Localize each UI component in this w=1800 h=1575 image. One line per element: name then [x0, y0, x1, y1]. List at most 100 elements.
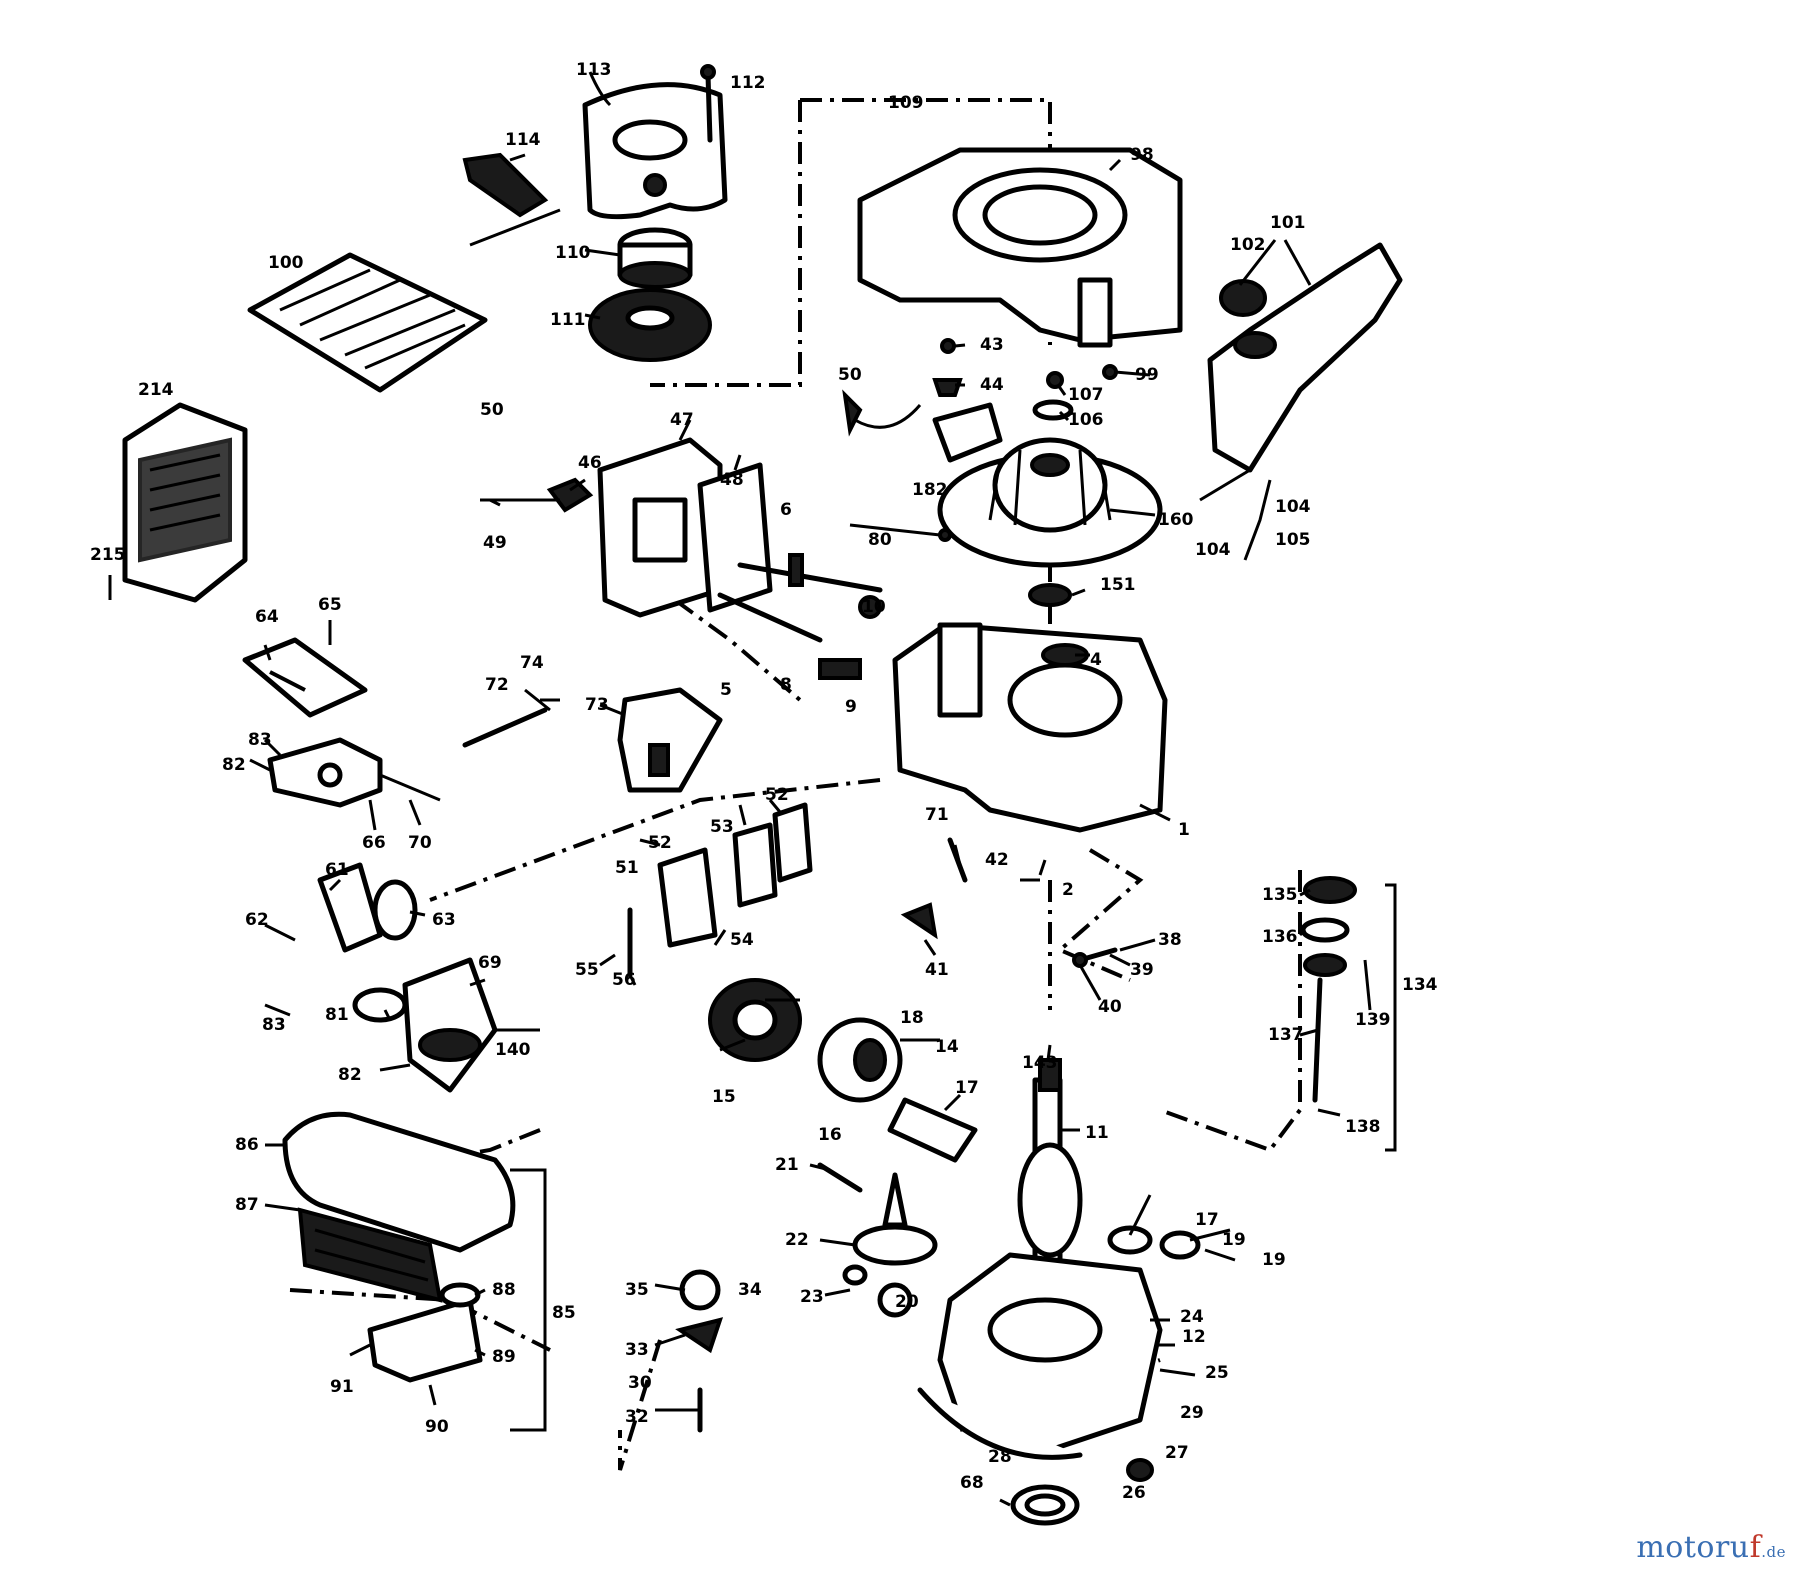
label-21: 21	[775, 1155, 799, 1175]
label-113: 113	[576, 60, 612, 80]
label-111: 111	[550, 310, 586, 330]
label-35: 35	[625, 1280, 649, 1300]
label-52a: 52	[765, 785, 789, 805]
part-87-filter-element	[297, 1207, 443, 1303]
part-46-spark-plug	[480, 477, 594, 513]
label-114: 114	[505, 130, 541, 150]
label-66: 66	[362, 833, 386, 853]
label-20: 20	[895, 1292, 919, 1312]
label-10: 10	[862, 597, 886, 617]
label-69: 69	[478, 953, 502, 973]
part-100-filter-pad	[247, 252, 488, 393]
label-136: 136	[1262, 927, 1298, 947]
label-6: 6	[780, 500, 792, 520]
label-139: 139	[1355, 1010, 1391, 1030]
label-2: 2	[1062, 880, 1074, 900]
label-72: 72	[485, 675, 509, 695]
part-105-fuel-line	[1243, 479, 1272, 561]
part-66-throttle-bracket	[267, 737, 383, 808]
part-52-gasket	[772, 802, 813, 883]
label-65: 65	[318, 595, 342, 615]
part-102-fuel-cap	[1219, 279, 1267, 317]
label-14: 14	[935, 1037, 959, 1057]
label-26: 26	[1122, 1483, 1146, 1503]
label-19b: 19	[1262, 1250, 1286, 1270]
label-105: 105	[1275, 530, 1311, 550]
label-51: 51	[615, 858, 639, 878]
label-68: 68	[960, 1473, 984, 1493]
part-86-filter-cover	[282, 1111, 516, 1253]
part-151-washer	[1028, 583, 1072, 607]
part-48-gasket	[697, 462, 773, 613]
watermark: motoruf.de	[1636, 1530, 1786, 1565]
watermark-domain: .de	[1761, 1543, 1786, 1561]
label-98: 98	[1130, 145, 1154, 165]
part-50-ignition-wire	[842, 389, 922, 437]
label-55: 55	[575, 960, 599, 980]
label-107: 107	[1068, 385, 1104, 405]
part-11-crankshaft	[1017, 1058, 1083, 1283]
part-110-pulley	[617, 227, 693, 289]
label-134: 134	[1402, 975, 1438, 995]
part-12-oil-pan	[917, 1252, 1163, 1460]
label-16: 16	[818, 1125, 842, 1145]
part-214-muffler-guard	[122, 402, 248, 603]
label-22: 22	[785, 1230, 809, 1250]
part-70-link	[379, 773, 441, 802]
part-81-gasket	[352, 987, 408, 1023]
label-135: 135	[1262, 885, 1298, 905]
label-25: 25	[1205, 1363, 1229, 1383]
part-small-fasteners	[932, 338, 1118, 421]
label-90: 90	[425, 1417, 449, 1437]
label-83b: 83	[262, 1015, 286, 1035]
label-88: 88	[492, 1280, 516, 1300]
label-27: 27	[1165, 1443, 1189, 1463]
part-47-cylinder-head	[597, 437, 723, 618]
part-88-filter-base	[367, 1282, 483, 1383]
part-17-connecting-rod	[887, 1097, 978, 1163]
part-182-ignition-module	[932, 402, 1003, 463]
part-51-insulator	[657, 847, 718, 948]
label-73: 73	[585, 695, 609, 715]
label-80: 80	[868, 530, 892, 550]
part-72-screw	[462, 707, 548, 748]
part-14-piston	[817, 1017, 903, 1103]
label-5: 5	[720, 680, 732, 700]
label-104b: 104	[1195, 540, 1231, 560]
label-99: 99	[1135, 365, 1159, 385]
part-140-carburetor	[402, 957, 498, 1093]
label-81: 81	[325, 1005, 349, 1025]
label-38: 38	[1158, 930, 1182, 950]
label-40: 40	[1098, 997, 1122, 1017]
part-114-handle	[462, 152, 561, 247]
label-83a: 83	[248, 730, 272, 750]
label-140: 140	[495, 1040, 531, 1060]
label-214: 214	[138, 380, 174, 400]
label-32: 32	[625, 1407, 649, 1427]
label-82a: 82	[222, 755, 246, 775]
part-160-flywheel	[937, 437, 1163, 568]
label-160: 160	[1158, 510, 1194, 530]
label-15: 15	[712, 1087, 736, 1107]
label-71: 71	[925, 805, 949, 825]
label-102: 102	[1230, 235, 1266, 255]
part-22-gear	[852, 1172, 938, 1266]
label-34: 34	[738, 1280, 762, 1300]
label-85: 85	[552, 1303, 576, 1323]
label-42: 42	[985, 850, 1009, 870]
label-106: 106	[1068, 410, 1104, 430]
label-4: 4	[1090, 650, 1102, 670]
label-89: 89	[492, 1347, 516, 1367]
label-91: 91	[330, 1377, 354, 1397]
part-68-seal	[1010, 1484, 1080, 1526]
label-52b: 52	[648, 833, 672, 853]
label-54: 54	[730, 930, 754, 950]
watermark-accent: f	[1749, 1530, 1762, 1565]
label-138: 138	[1345, 1117, 1381, 1137]
part-63-float-bowl	[372, 879, 418, 941]
leader-lines	[249, 71, 1372, 1507]
part-34-governor	[675, 1269, 724, 1433]
part-1-engine-block	[892, 622, 1168, 833]
label-8: 8	[780, 675, 792, 695]
